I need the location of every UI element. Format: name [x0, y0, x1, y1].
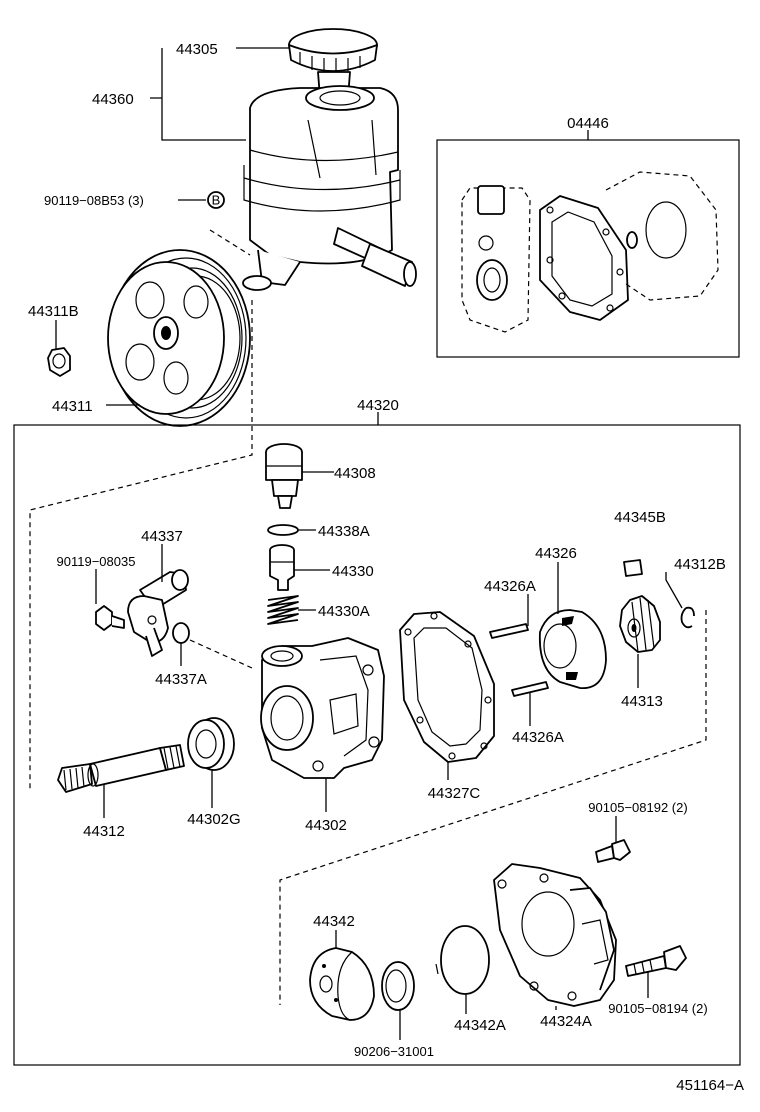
suction-port-bolt[interactable] — [95, 605, 125, 631]
suction-o-ring[interactable] — [172, 622, 190, 644]
label-44311B: 44311B — [28, 303, 79, 320]
alignment-mark — [435, 963, 439, 975]
suction-port-union[interactable] — [127, 569, 189, 657]
label-44326A-bottom: 44326A — [512, 729, 564, 746]
label-44342A: 44342A — [454, 1017, 506, 1034]
oil-seal[interactable] — [187, 717, 235, 771]
label-90206-31001: 90206−31001 — [354, 1044, 434, 1059]
label-44320: 44320 — [357, 397, 399, 414]
label-04446: 04446 — [567, 115, 609, 132]
label-44360: 44360 — [92, 91, 134, 108]
reservoir-tank[interactable] — [242, 85, 401, 291]
pump-shaft[interactable] — [57, 744, 185, 793]
compression-spring[interactable] — [267, 595, 299, 625]
label-44330: 44330 — [332, 563, 374, 580]
label-44302G: 44302G — [187, 811, 240, 828]
label-44312B: 44312B — [674, 556, 726, 573]
flow-control-valve[interactable] — [269, 544, 295, 591]
label-44338A: 44338A — [318, 523, 370, 540]
reservoir-cap[interactable] — [288, 28, 378, 99]
label-44337A: 44337A — [155, 671, 207, 688]
label-44345B: 44345B — [614, 509, 666, 526]
gasket-kit-contents — [461, 171, 719, 333]
label-44313: 44313 — [621, 693, 663, 710]
reservoir-bolt-marker: B — [207, 191, 225, 209]
label-90119-08035: 90119−08035 — [57, 554, 136, 569]
rear-seal[interactable] — [381, 961, 415, 1011]
front-housing[interactable] — [260, 637, 385, 779]
label-44337: 44337 — [141, 528, 183, 545]
union-fitting[interactable] — [265, 443, 303, 509]
label-90105-08194: 90105−08194 (2) — [608, 1001, 707, 1016]
label-44324A: 44324A — [540, 1013, 592, 1030]
pump-assembly-box — [13, 424, 741, 1066]
label-90105-08192: 90105−08192 (2) — [588, 800, 687, 815]
label-44327C: 44327C — [428, 785, 481, 802]
pulley[interactable] — [107, 249, 251, 427]
label-44330A: 44330A — [318, 603, 370, 620]
b-marker-text: B — [212, 193, 221, 208]
dowel-pin-lower[interactable] — [511, 681, 549, 697]
label-44302: 44302 — [305, 817, 347, 834]
pump-rotor[interactable] — [619, 595, 661, 653]
rear-o-ring[interactable] — [440, 925, 490, 995]
label-44312: 44312 — [83, 823, 125, 840]
housing-gasket[interactable] — [399, 611, 495, 763]
snap-ring[interactable] — [680, 606, 695, 629]
o-ring[interactable] — [267, 524, 299, 536]
cam-ring[interactable] — [538, 609, 607, 689]
rear-housing[interactable] — [493, 863, 617, 1007]
diagram-code: 451164−A — [676, 1077, 744, 1094]
label-44326A-top: 44326A — [484, 578, 536, 595]
pulley-nut[interactable] — [47, 347, 71, 377]
dowel-pin-upper[interactable] — [489, 623, 529, 639]
rear-housing-bolt-upper[interactable] — [595, 839, 631, 863]
rear-housing-bolt-lower[interactable] — [625, 945, 687, 977]
label-44311: 44311 — [52, 398, 93, 415]
label-44305: 44305 — [176, 41, 218, 58]
pump-vane[interactable] — [623, 559, 643, 577]
label-90119-08B53: 90119−08B53 (3) — [44, 193, 144, 208]
pressure-plate[interactable] — [309, 947, 375, 1021]
label-44326: 44326 — [535, 545, 577, 562]
reservoir-outlet-pipe — [333, 227, 417, 287]
label-44308: 44308 — [334, 465, 376, 482]
label-44342: 44342 — [313, 913, 355, 930]
